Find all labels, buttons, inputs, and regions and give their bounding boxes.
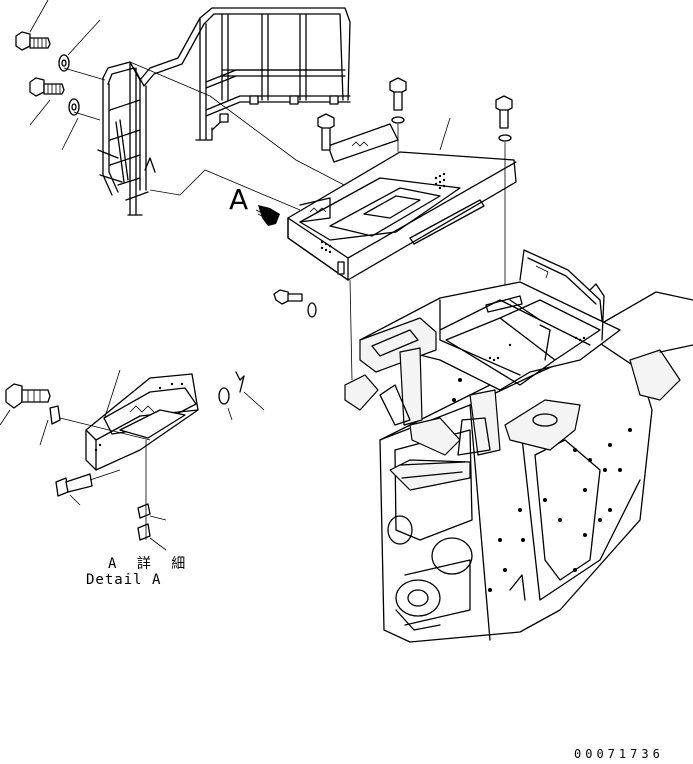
- platform-box: [287, 123, 517, 281]
- view-marker-label: A: [229, 183, 249, 216]
- detail-a-illustration: [0, 369, 265, 551]
- bolt-and-washer-set-top: [15, 0, 106, 151]
- view-arrow-icon: [255, 205, 280, 226]
- detail-title-japanese: A 詳 細: [108, 556, 192, 572]
- detail-title-english: Detail A: [86, 572, 162, 588]
- machine-frame: [344, 249, 693, 643]
- leader-line: [149, 169, 301, 211]
- drawing-code: 00071736: [574, 747, 664, 761]
- handrail-assembly: [97, 7, 351, 216]
- platform-bolts: [273, 77, 513, 381]
